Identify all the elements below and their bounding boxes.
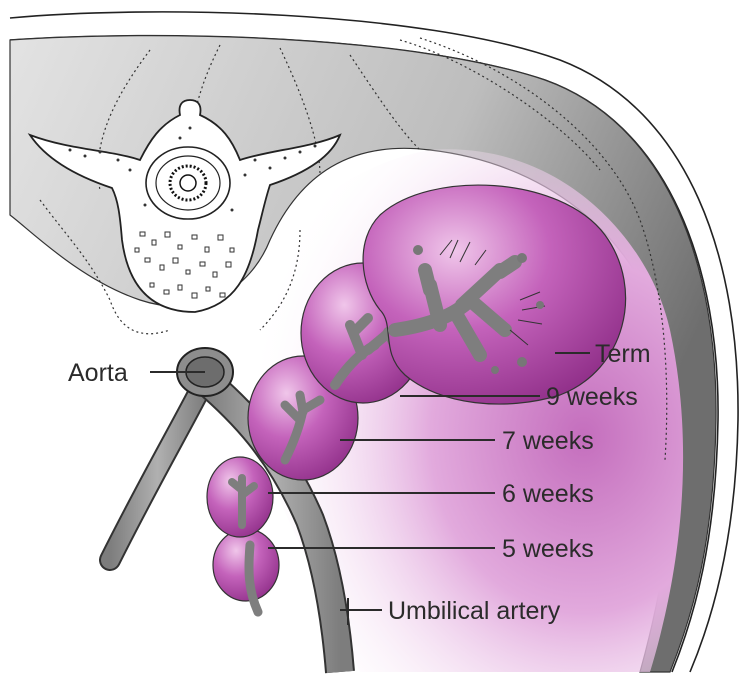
label-9-weeks: 9 weeks [546,383,638,411]
label-term: Term [595,340,651,368]
label-umbilical-artery: Umbilical artery [388,597,561,625]
label-aorta: Aorta [68,359,128,387]
label-5-weeks: 5 weeks [502,535,594,563]
label-6-weeks: 6 weeks [502,480,594,508]
label-7-weeks: 7 weeks [502,427,594,455]
